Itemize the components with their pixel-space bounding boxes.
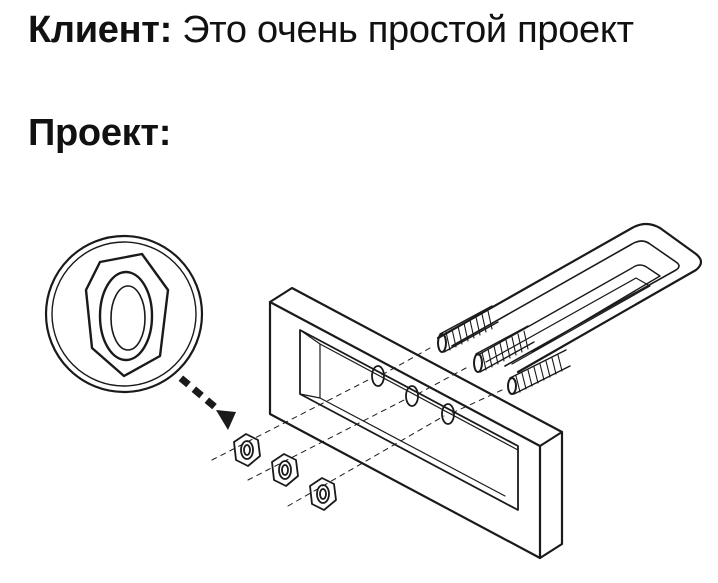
bracket-assembly-diagram-icon <box>44 222 703 560</box>
client-line: Клиент: Это очень простой проект <box>28 8 634 52</box>
hex-nuts <box>233 433 337 511</box>
u-bolt <box>436 222 703 395</box>
magnified-nut-detail <box>44 234 204 394</box>
arrow-icon <box>178 375 236 430</box>
project-label: Проект: <box>28 112 172 154</box>
project-line: Проект: <box>28 111 171 155</box>
alignment-lines <box>211 347 503 507</box>
client-label: Клиент: <box>28 9 172 51</box>
mounting-plate <box>268 286 564 560</box>
client-quote: Это очень простой проект <box>171 9 634 51</box>
